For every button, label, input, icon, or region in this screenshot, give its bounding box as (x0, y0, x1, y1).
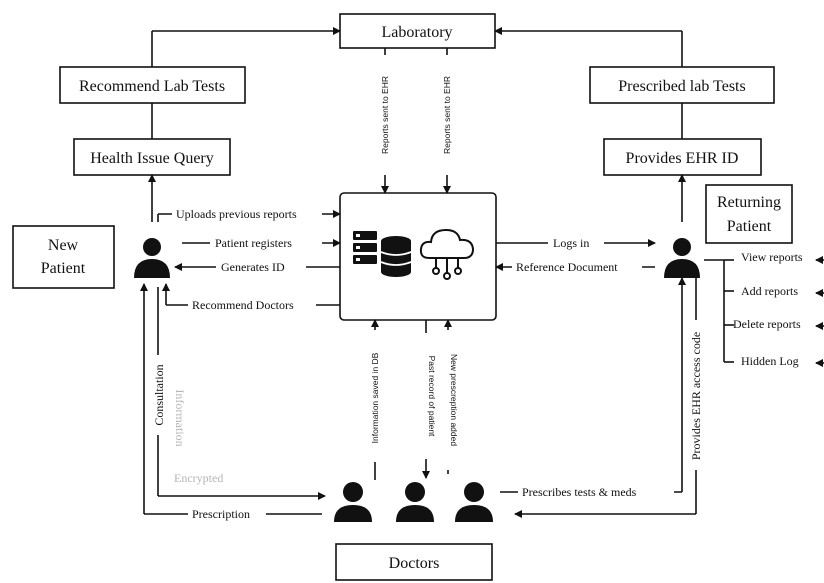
hidden-log-label: Hidden Log (741, 354, 799, 368)
doctor-person-icon-3 (455, 482, 493, 522)
doctors-box: Doctors (335, 543, 493, 581)
provides-ehr-id-box: Provides EHR ID (603, 138, 762, 176)
new-patient-label-2: Patient (41, 260, 86, 277)
cloud-network-icon (419, 228, 475, 280)
uploads-previous-reports-label: Uploads previous reports (176, 207, 297, 221)
new-patient-person-icon (134, 238, 170, 278)
prescribed-lab-tests-label: Prescribed lab Tests (618, 78, 745, 95)
patient-registers-label: Patient registers (215, 236, 292, 250)
logs-in-label: Logs in (553, 236, 589, 250)
consultation-flows: Consultation Information Encrypted Presc… (140, 283, 326, 521)
laboratory-box: Laboratory (339, 13, 496, 49)
recommend-lab-tests-box: Recommend Lab Tests (59, 66, 246, 104)
past-record-label: Past record of patient (427, 356, 437, 437)
returning-patient-person-icon (664, 238, 700, 278)
returning-patient-flows: Logs in Reference Document (495, 236, 656, 274)
doctor-person-icon-2 (396, 482, 434, 522)
reports-sent-label-2: Reports sent to EHR (442, 76, 452, 154)
laboratory-label: Laboratory (381, 24, 452, 41)
database-server-icon (353, 231, 412, 277)
consultation-label: Consultation (152, 364, 166, 425)
returning-actions-tree: View reports Add reports Delete reports … (704, 250, 824, 368)
information-saved-label: Information saved in DB (370, 352, 380, 443)
recommend-doctors-label: Recommend Doctors (192, 298, 294, 312)
reference-document-label: Reference Document (516, 260, 618, 274)
doctor-person-icon-1 (334, 482, 372, 522)
new-prescription-label: New prescreption added (449, 354, 459, 446)
prescribed-lab-tests-box: Prescribed lab Tests (589, 66, 775, 104)
prescribes-label: Prescribes tests & meds (522, 485, 637, 499)
reports-sent-label-1: Reports sent to EHR (380, 76, 390, 154)
recommend-lab-tests-label: Recommend Lab Tests (79, 78, 225, 95)
encrypted-label: Encrypted (174, 471, 223, 485)
returning-patient-box: Returning Patient (705, 184, 793, 244)
provides-ehr-id-label: Provides EHR ID (626, 150, 739, 167)
new-patient-flows: Uploads previous reports Patient registe… (157, 207, 341, 312)
returning-doctor-flows: Prescribes tests & meds Provides EHR acc… (500, 277, 703, 518)
returning-patient-label-1: Returning (717, 194, 781, 211)
new-patient-label-1: New (48, 237, 79, 254)
top-connectors (148, 27, 686, 222)
ehr-system-box (339, 192, 497, 321)
delete-reports-label: Delete reports (733, 317, 801, 331)
provides-ehr-access-label: Provides EHR access code (689, 332, 703, 460)
add-reports-label: Add reports (741, 284, 798, 298)
doctors-label: Doctors (389, 555, 440, 572)
health-issue-query-label: Health Issue Query (90, 150, 214, 167)
returning-patient-label-2: Patient (727, 218, 772, 235)
health-issue-query-box: Health Issue Query (73, 138, 231, 176)
new-patient-box: New Patient (12, 225, 115, 289)
information-label: Information (173, 389, 187, 446)
lab-to-ehr-flows: Reports sent to EHR Reports sent to EHR (377, 48, 455, 194)
generates-id-label: Generates ID (221, 260, 285, 274)
view-reports-label: View reports (741, 250, 803, 264)
prescription-label: Prescription (192, 507, 250, 521)
doctors-ehr-flows: Information saved in DB Past record of p… (367, 319, 459, 480)
